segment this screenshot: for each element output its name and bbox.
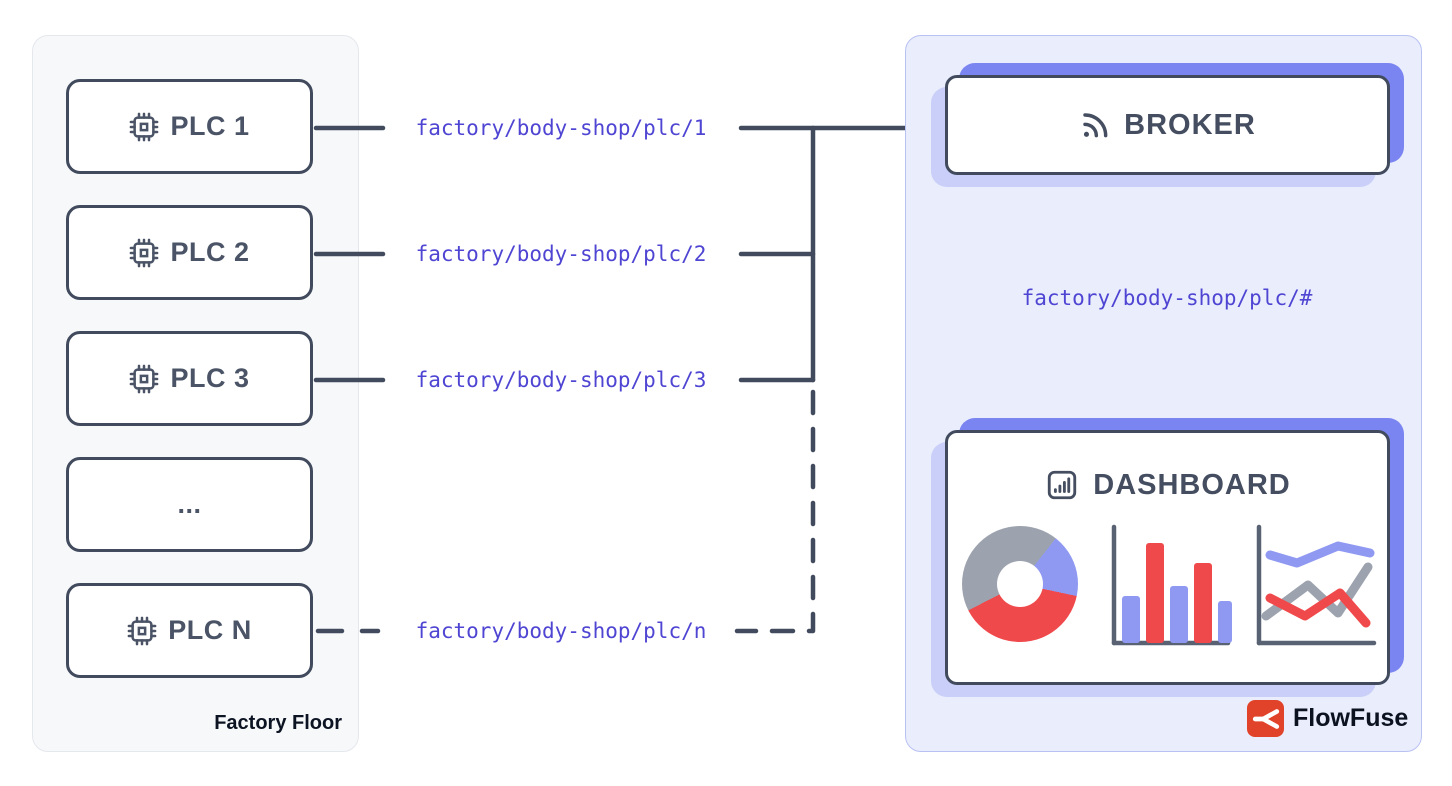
topic-label-plc2: factory/body-shop/plc/2 xyxy=(415,242,707,266)
chip-icon xyxy=(129,112,159,142)
plc-ellipsis-label: ... xyxy=(177,489,202,519)
bar-chart-graphic xyxy=(1111,524,1232,646)
flowfuse-wordmark: FlowFuse xyxy=(1293,704,1409,732)
topic-label-plc1: factory/body-shop/plc/1 xyxy=(415,116,707,140)
chip-icon xyxy=(129,238,159,268)
factory-floor-caption: Factory Floor xyxy=(214,712,342,734)
rss-icon xyxy=(1079,109,1111,141)
plc-2-label: PLC 2 xyxy=(170,237,250,267)
line-chart-graphic xyxy=(1256,524,1377,646)
topic-label-plc3: factory/body-shop/plc/3 xyxy=(415,368,707,392)
flowfuse-logo: FlowFuse xyxy=(1247,700,1408,737)
plc-2-box: PLC 2 xyxy=(66,205,313,300)
plc-1-label: PLC 1 xyxy=(170,111,250,141)
plc-n-box: PLC N xyxy=(66,583,313,678)
topic-label-wildcard: factory/body-shop/plc/# xyxy=(1021,286,1313,310)
plc-n-label: PLC N xyxy=(168,615,252,645)
chip-icon xyxy=(129,364,159,394)
dashboard-header: DASHBOARD xyxy=(948,467,1387,503)
dashboard-label: DASHBOARD xyxy=(1093,468,1291,501)
broker-label: BROKER xyxy=(1124,108,1256,141)
topic-label-plcn: factory/body-shop/plc/n xyxy=(415,619,707,643)
plc-ellipsis-box: ... xyxy=(66,457,313,552)
flowfuse-icon xyxy=(1247,700,1284,737)
wire-trunk-dashed xyxy=(734,389,816,634)
dashboard-box: DASHBOARD xyxy=(945,430,1390,685)
chip-icon xyxy=(127,616,157,646)
bar-chart-icon xyxy=(1044,467,1080,503)
donut-hole xyxy=(997,561,1043,607)
plc-3-label: PLC 3 xyxy=(170,363,250,393)
plc-1-box: PLC 1 xyxy=(66,79,313,174)
broker-box: BROKER xyxy=(945,75,1390,175)
donut-chart-icon xyxy=(962,526,1078,642)
plc-3-box: PLC 3 xyxy=(66,331,313,426)
